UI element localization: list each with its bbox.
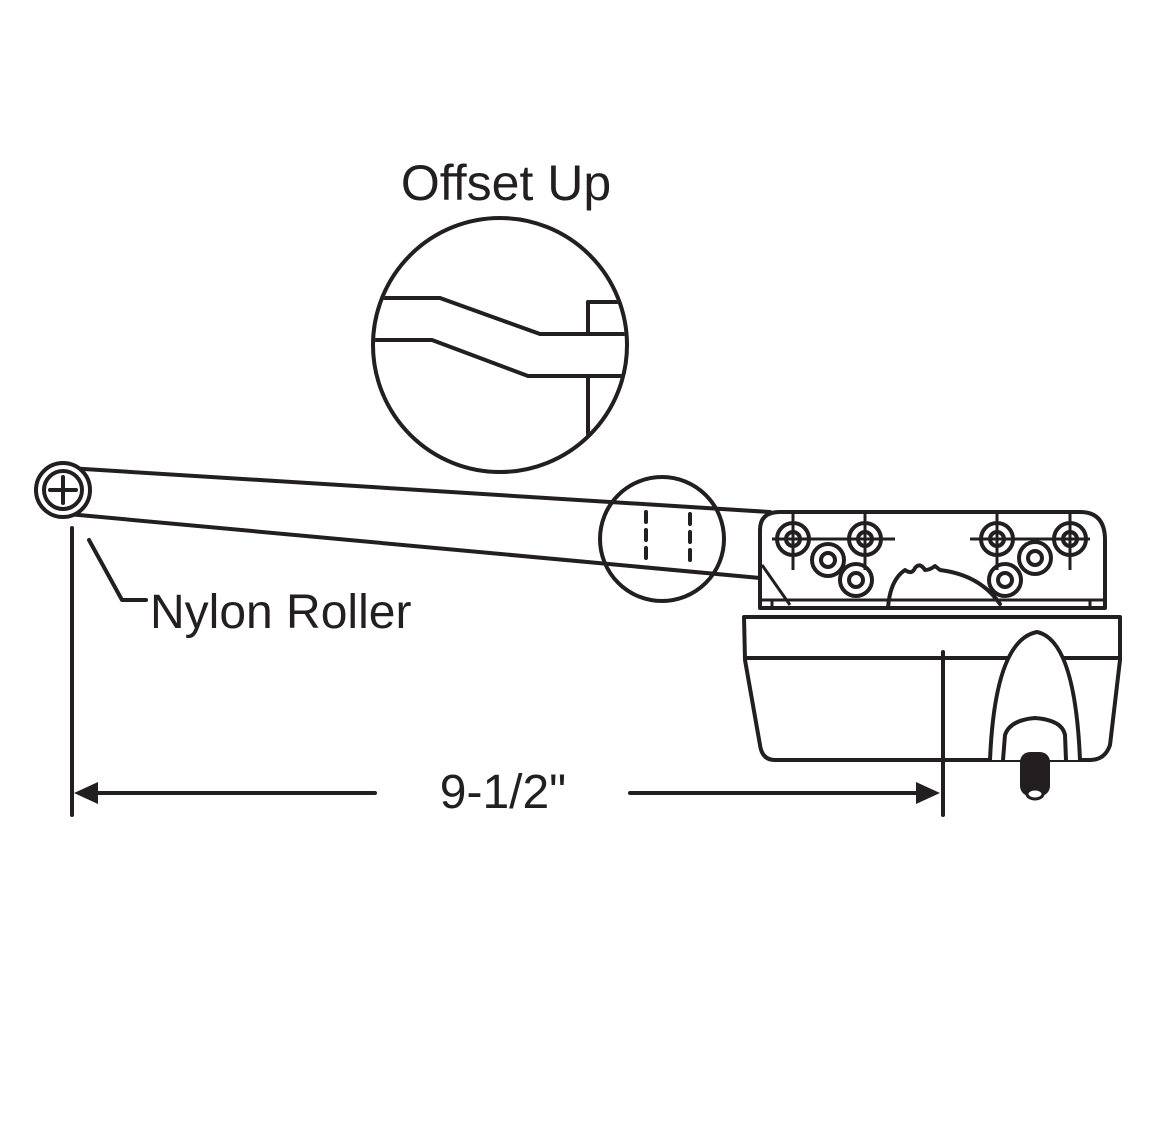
operator-arm: [66, 466, 772, 580]
offset-up-title: Offset Up: [401, 155, 611, 211]
dimension-9-5-inch: 9-1/2": [70, 526, 945, 819]
nylon-roller-label: Nylon Roller: [150, 586, 411, 639]
rivet-icons-left: [772, 510, 895, 598]
arm-detail-circle: [598, 475, 726, 603]
dimension-label: 9-1/2": [440, 766, 566, 819]
nylon-roller-icon: [34, 461, 92, 519]
spline-shaft-icon: [1020, 752, 1050, 801]
offset-detail-magnifier: [371, 216, 629, 474]
operator-housing: [742, 615, 1122, 762]
rivet-icons-right: [970, 510, 1090, 598]
roller-leader-line: [87, 538, 148, 602]
operator-base-plate: [758, 510, 1107, 610]
